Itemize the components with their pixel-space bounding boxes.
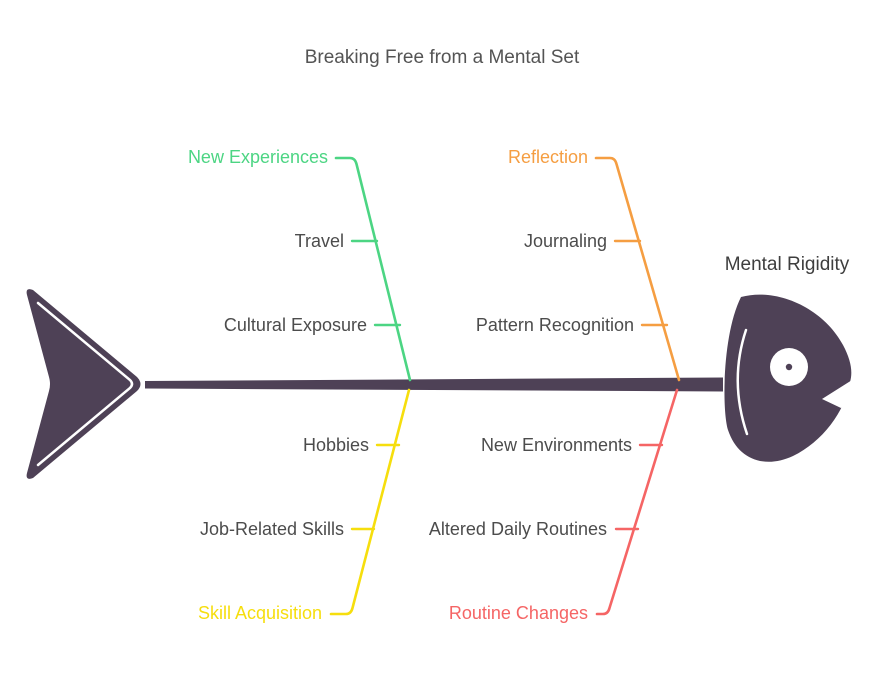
category-label-reflection: Reflection <box>507 147 588 167</box>
cause-label-new-environments: New Environments <box>480 435 632 455</box>
cause-label-pattern-recognition: Pattern Recognition <box>475 315 634 335</box>
branch-routine-changes <box>595 388 679 616</box>
cause-label-travel: Travel <box>294 231 344 251</box>
fish-mouth-notch <box>822 375 860 408</box>
branch-line <box>334 156 412 382</box>
fish-tail-icon <box>26 289 141 479</box>
category-label-skill-acquisition: Skill Acquisition <box>197 603 322 623</box>
cause-label-cultural-exposure: Cultural Exposure <box>223 315 367 335</box>
effect-label: Mental Rigidity <box>724 254 850 275</box>
fish-spine-line <box>145 377 723 392</box>
fish-head-icon <box>724 294 860 462</box>
page-title: Breaking Free from a Mental Set <box>304 47 580 68</box>
fish-gill-line <box>736 328 749 436</box>
fish-eye-pupil <box>785 363 793 371</box>
cause-label-job-related-skills: Job-Related Skills <box>199 519 344 539</box>
branch-skill-acquisition <box>329 388 411 616</box>
branch-line <box>595 388 679 616</box>
cause-label-hobbies: Hobbies <box>302 435 369 455</box>
branch-reflection <box>594 156 681 382</box>
category-label-routine-changes: Routine Changes <box>448 603 588 623</box>
cause-label-altered-daily-routines: Altered Daily Routines <box>428 519 607 539</box>
cause-label-journaling: Journaling <box>523 231 607 251</box>
fish-tail-body <box>26 289 141 479</box>
branch-new-experiences <box>334 156 412 382</box>
branch-line <box>329 388 411 616</box>
category-label-new-experiences: New Experiences <box>187 147 328 167</box>
branch-line <box>594 156 681 382</box>
fish-tail-stripe <box>36 301 134 467</box>
